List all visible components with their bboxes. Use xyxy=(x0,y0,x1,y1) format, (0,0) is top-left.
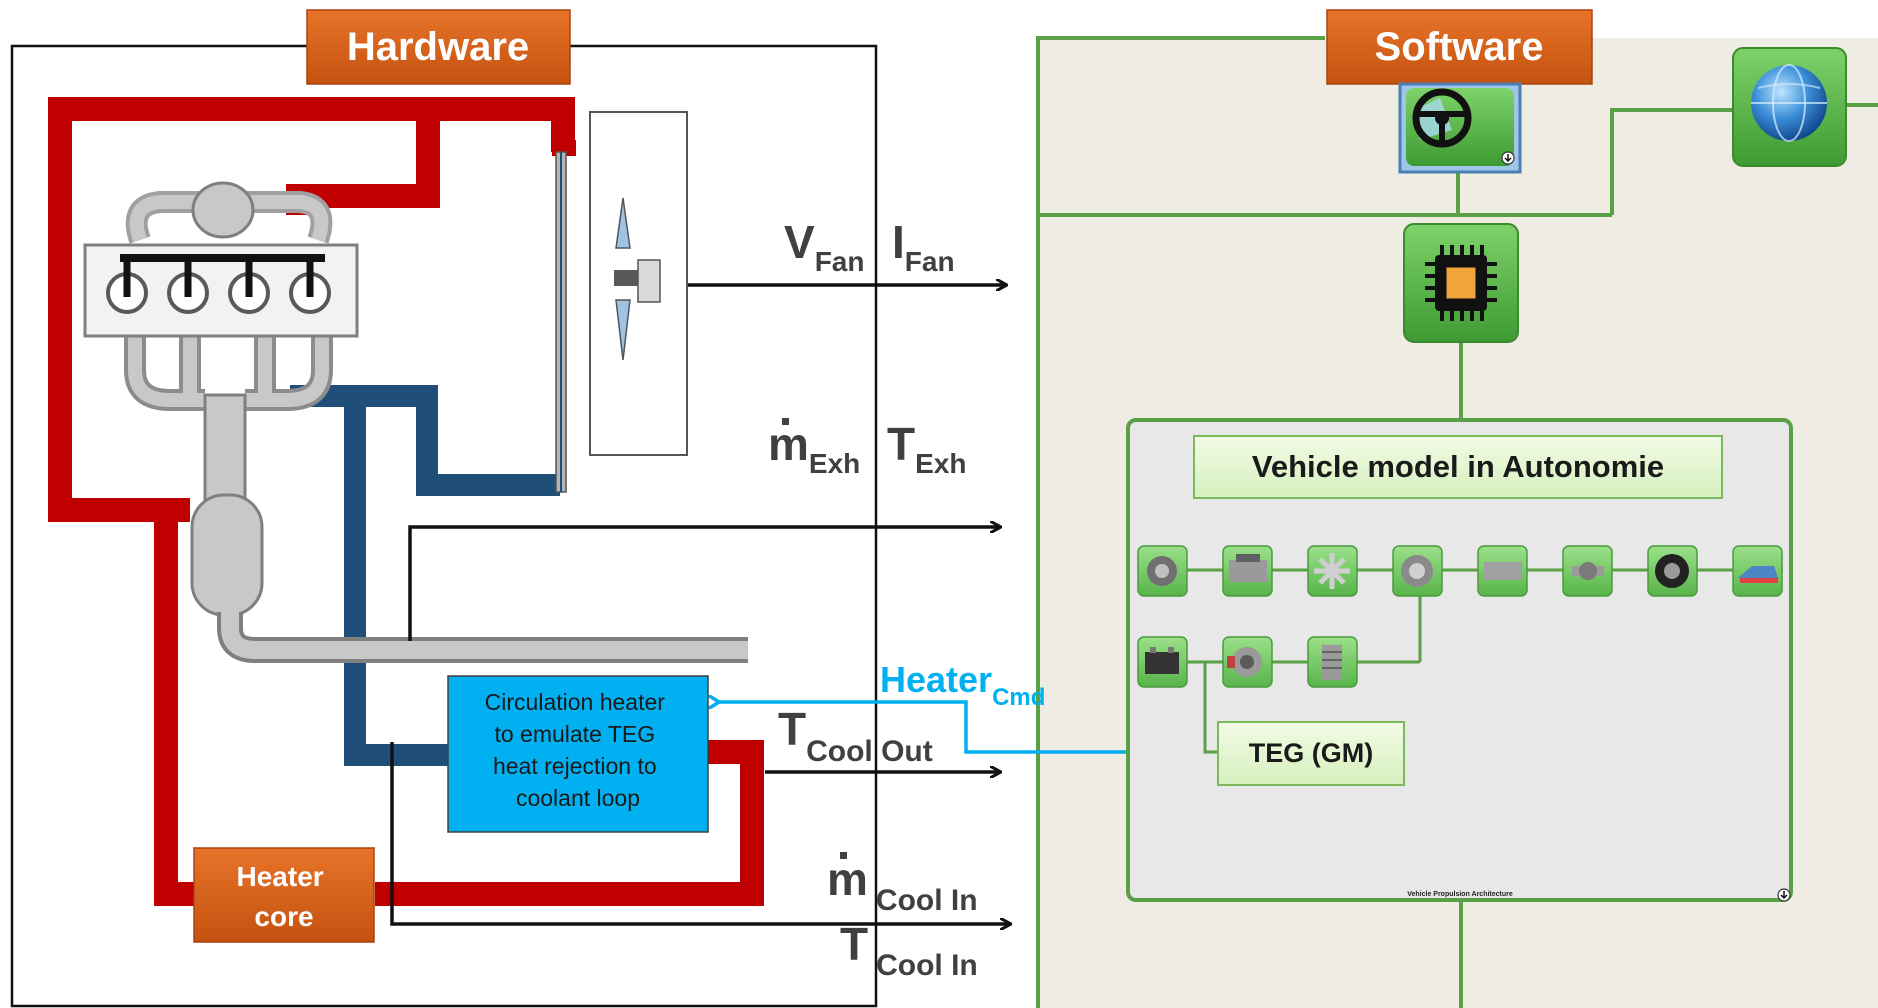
component-block[interactable] xyxy=(1307,636,1358,688)
heater-core-line: core xyxy=(254,901,313,932)
circ-heater-line: to emulate TEG xyxy=(494,721,655,747)
vehicle-model-footer: Vehicle Propulsion Architecture xyxy=(1407,891,1513,898)
component-block[interactable] xyxy=(1732,545,1783,597)
component-block[interactable] xyxy=(1392,545,1443,597)
component-block[interactable] xyxy=(1222,545,1273,597)
hardware-title: Hardware xyxy=(347,25,529,69)
signal-i-fan: IFan xyxy=(892,216,955,277)
globe-icon xyxy=(1751,64,1827,142)
heater-core: Heater core xyxy=(193,847,375,943)
environment-block[interactable] xyxy=(1732,47,1847,167)
circulation-heater: Circulation heater to emulate TEG heat r… xyxy=(447,675,709,833)
signal-t-exh: TExh xyxy=(887,418,966,479)
driver-block[interactable] xyxy=(1398,82,1522,174)
teg-block[interactable]: TEG (GM) xyxy=(1217,721,1405,786)
heater-core-line: Heater xyxy=(237,861,324,892)
expand-arrow-icon[interactable] xyxy=(1777,888,1791,902)
steering-wheel-icon xyxy=(1412,88,1472,148)
vehicle-model-title: Vehicle model in Autonomie xyxy=(1252,449,1664,484)
component-block[interactable] xyxy=(1307,545,1358,597)
heater-cmd-line xyxy=(718,702,1218,754)
signal-heater-cmd: HeaterCmd xyxy=(880,659,1045,711)
cold-coolant-pipes xyxy=(290,385,560,766)
signal-t-cool-out: TCool Out xyxy=(778,703,933,768)
controller-block[interactable] xyxy=(1403,223,1519,343)
signal-labels: VFan IFan mExh TExh HeaterCmd TCool Out … xyxy=(768,216,1045,982)
vehicle-model-panel: Vehicle model in Autonomie xyxy=(1126,418,1793,902)
signal-v-fan: VFan xyxy=(784,216,864,277)
dot-mark xyxy=(840,852,847,859)
component-block[interactable] xyxy=(1137,636,1188,688)
engine xyxy=(83,181,748,663)
radiator xyxy=(555,151,567,493)
fan-unit xyxy=(589,111,688,456)
component-block[interactable] xyxy=(1562,545,1613,597)
hardware-title-box: Hardware xyxy=(306,9,571,85)
component-block[interactable] xyxy=(1477,545,1528,597)
software-title-box: Software xyxy=(1326,9,1593,85)
component-block[interactable] xyxy=(1222,636,1273,688)
svg-text:Circulation heater to em: Circulation heater to emulate TEG heat r… xyxy=(485,689,672,811)
dot-mark xyxy=(782,418,789,425)
chip-icon xyxy=(1425,245,1497,321)
software-title: Software xyxy=(1375,25,1544,69)
teg-label: TEG (GM) xyxy=(1249,738,1373,768)
circ-heater-line: heat rejection to xyxy=(493,753,657,779)
component-block[interactable] xyxy=(1647,545,1698,597)
circ-heater-line: Circulation heater xyxy=(485,689,666,715)
signal-arrows xyxy=(390,285,1010,924)
circ-heater-line: coolant loop xyxy=(516,785,640,811)
signal-m-exh: mExh xyxy=(768,418,860,479)
component-block[interactable] xyxy=(1137,545,1188,597)
svg-text:Heater core: Heater core xyxy=(237,861,332,932)
